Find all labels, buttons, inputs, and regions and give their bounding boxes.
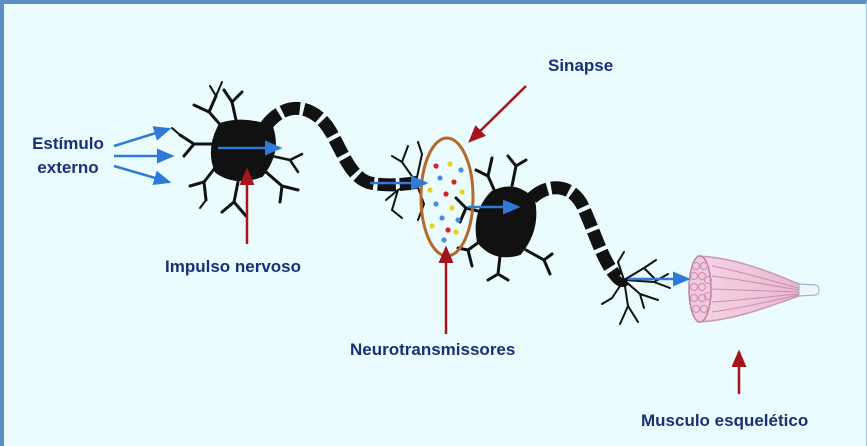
synapse-label: Sinapse	[548, 54, 613, 78]
synapse-ellipse-icon	[421, 138, 473, 256]
synapse-pointer	[470, 86, 526, 141]
stimulus-label-line1: Estímulo	[18, 132, 118, 156]
neurotransmitters-label: Neurotransmissores	[350, 338, 515, 362]
diagram-canvas	[4, 4, 867, 446]
stimulus-arrow-top	[114, 129, 169, 146]
axon-1	[266, 108, 419, 184]
stimulus-arrow-bottom	[114, 166, 169, 182]
muscle-icon	[689, 256, 819, 322]
impulse-label: Impulso nervoso	[165, 255, 301, 279]
stimulus-label: Estímulo externo	[18, 132, 118, 180]
stimulus-label-line2: externo	[18, 156, 118, 180]
muscle-label: Musculo esquelético	[641, 409, 808, 433]
